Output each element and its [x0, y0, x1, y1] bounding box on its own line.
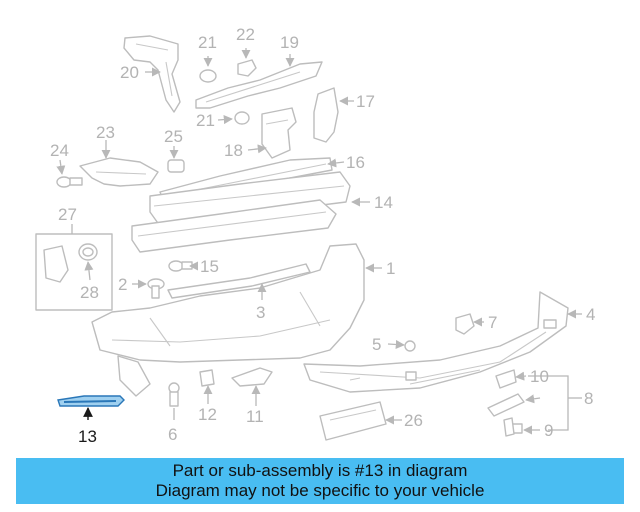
- part-14-reinforcement: [149, 171, 351, 227]
- part-11-bracket: [231, 367, 273, 387]
- callout-labels: 20 21 22 19 21 18 17 24 23 25 16 14 27 2…: [50, 25, 595, 446]
- part-7-clip: [455, 313, 475, 335]
- callout-9: 9: [544, 421, 553, 440]
- callout-8: 8: [584, 389, 593, 408]
- callout-14: 14: [374, 193, 393, 212]
- callout-6: 6: [168, 425, 177, 444]
- callout-24: 24: [50, 141, 69, 160]
- callout-11: 11: [246, 407, 264, 426]
- callout-23: 23: [96, 123, 115, 142]
- part-3-trim-strip: [167, 263, 311, 299]
- callout-28: 28: [80, 283, 99, 302]
- callout-2: 2: [118, 275, 127, 294]
- part-27-kit: [35, 233, 113, 311]
- banner-line-part: Part or sub-assembly is #13 in diagram: [172, 461, 468, 480]
- callout-16: 16: [346, 153, 365, 172]
- part-10-reflector: [495, 369, 517, 389]
- banner-line-disclaimer: Diagram may not be specific to your vehi…: [155, 481, 485, 500]
- callout-21-lower: 21: [196, 111, 215, 130]
- callout-12: 12: [198, 405, 217, 424]
- part-1-bumper-cover: [91, 243, 365, 397]
- part-lower-beam: [131, 199, 337, 253]
- callout-15: 15: [200, 257, 219, 276]
- callout-5: 5: [372, 335, 381, 354]
- part-25-plug: [167, 159, 185, 173]
- callout-10: 10: [530, 367, 549, 386]
- info-banner: Part or sub-assembly is #13 in diagram D…: [16, 458, 624, 504]
- callout-1: 1: [386, 259, 395, 278]
- part-21-clip-lower: [234, 111, 250, 125]
- part-6-bolt: [168, 382, 180, 407]
- callout-27: 27: [58, 205, 77, 224]
- part-21-clip-upper: [199, 69, 217, 83]
- part-22-clip: [237, 59, 257, 77]
- part-12-clip: [199, 369, 215, 387]
- part-20-bracket: [123, 35, 181, 113]
- callout-13-highlighted: 13: [78, 427, 97, 446]
- part-24-bolt: [56, 176, 83, 188]
- callout-18: 18: [224, 141, 243, 160]
- callout-17: 17: [356, 92, 375, 111]
- part-4-lower-fascia: [303, 291, 569, 393]
- leader-lines: [56, 48, 582, 435]
- part-26-license-bracket: [319, 401, 387, 441]
- callout-22: 22: [236, 25, 255, 44]
- part-15-screw: [168, 260, 193, 272]
- part-8-reflector-assembly: [487, 393, 525, 417]
- callout-3: 3: [256, 303, 265, 322]
- callout-26: 26: [404, 411, 423, 430]
- part-17-side-bracket: [313, 87, 339, 143]
- parts-diagram: 20 21 22 19 21 18 17 24 23 25 16 14 27 2…: [35, 25, 595, 446]
- callout-4: 4: [586, 305, 595, 324]
- part-23-bracket: [79, 157, 159, 187]
- part-13-highlighted-molding: [57, 395, 125, 407]
- part-2-fastener: [147, 278, 165, 299]
- callout-21-upper: 21: [198, 33, 217, 52]
- part-18-bracket: [261, 107, 297, 159]
- part-5-screw: [404, 340, 416, 352]
- callout-19: 19: [280, 33, 299, 52]
- callout-20: 20: [120, 63, 139, 82]
- part-19-upper-bracket: [195, 61, 323, 109]
- callout-25: 25: [164, 127, 183, 146]
- part-9-bolt: [503, 417, 523, 437]
- callout-7: 7: [488, 313, 497, 332]
